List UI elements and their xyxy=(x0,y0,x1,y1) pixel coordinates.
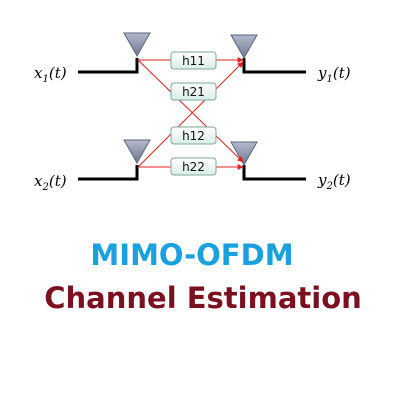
output-label-y1: y1(t) xyxy=(317,64,351,85)
channel-box-h22: h22 xyxy=(170,157,217,176)
channel-box-h11: h11 xyxy=(170,51,217,70)
output-wire-1 xyxy=(242,58,306,74)
output-wire-2 xyxy=(242,165,306,181)
channel-box-h21: h21 xyxy=(170,82,217,101)
channel-label-h21: h21 xyxy=(182,85,205,99)
title-line-1: MIMO-OFDM xyxy=(90,238,294,272)
output-label-y2: y2(t) xyxy=(317,171,351,192)
input-wire-1 xyxy=(78,58,139,74)
path-h21-arrow xyxy=(137,59,244,163)
channel-label-h11: h11 xyxy=(182,54,205,68)
path-h12-arrow xyxy=(137,61,244,168)
input-label-x2: x2(t) xyxy=(34,172,67,193)
tx-antenna-1-icon xyxy=(123,32,151,58)
input-wire-2 xyxy=(78,165,139,181)
tx-antenna-2-icon xyxy=(123,139,151,165)
channel-label-h12: h12 xyxy=(182,129,205,143)
rx-antenna-2-icon xyxy=(230,141,258,167)
input-label-x1: x1(t) xyxy=(34,64,67,85)
channel-box-h12: h12 xyxy=(170,126,217,145)
rx-antenna-1-icon xyxy=(230,34,258,60)
title-line-2: Channel Estimation xyxy=(44,281,362,315)
channel-label-h22: h22 xyxy=(182,160,205,174)
